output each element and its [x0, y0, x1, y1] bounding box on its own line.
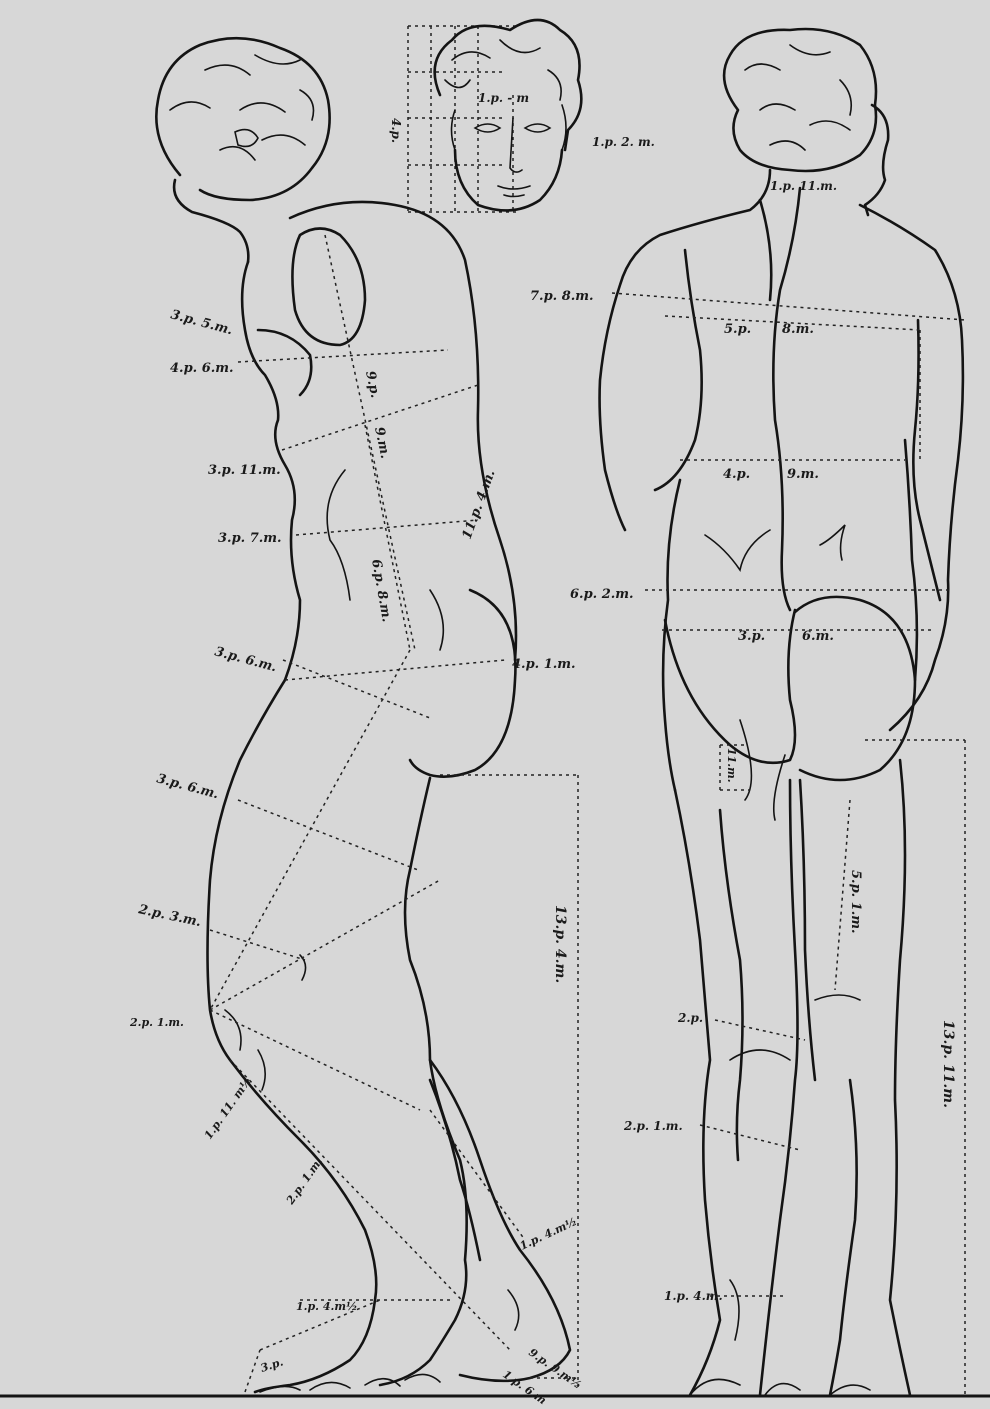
back-label-10: 5.p. 1.m.	[848, 870, 863, 934]
back-label-13: 2.p. 1.m.	[623, 1119, 683, 1133]
head-label-2: 1.p. 2. m.	[592, 135, 655, 149]
side-label-12: 13.p. 4.m.	[552, 905, 568, 983]
head-label-1: 4.p.	[389, 118, 403, 143]
back-label-14: 1.p. 4.m.	[664, 1289, 723, 1303]
back-label-5: 9.m.	[787, 467, 819, 482]
side-label-13: 2.p. 1.m.	[129, 1016, 184, 1029]
side-label-4: 3.p. 11.m.	[208, 463, 281, 478]
side-label-9: 4.p. 1.m.	[512, 657, 576, 672]
side-label-17: 1.p. 4.m½	[296, 1300, 357, 1313]
head-label-0: 1.p. - m	[478, 91, 529, 105]
back-label-2: 5.p.	[724, 322, 751, 337]
back-label-12: 2.p.	[677, 1011, 703, 1025]
back-label-11: 13.p. 11.m.	[940, 1020, 956, 1108]
back-label-4: 4.p.	[723, 467, 750, 482]
back-label-0: 1.p. 11.m.	[770, 179, 837, 193]
back-label-6: 6.p. 2.m.	[570, 587, 634, 602]
back-label-8: 6.m.	[802, 629, 834, 644]
back-label-1: 7.p. 8.m.	[530, 289, 594, 304]
side-label-1: 4.p. 6.m.	[170, 361, 234, 376]
back-label-3: 8.m.	[782, 322, 814, 337]
side-label-5: 3.p. 7.m.	[218, 531, 282, 546]
back-label-9: 11.m.	[725, 748, 738, 783]
back-label-7: 3.p.	[738, 629, 765, 644]
